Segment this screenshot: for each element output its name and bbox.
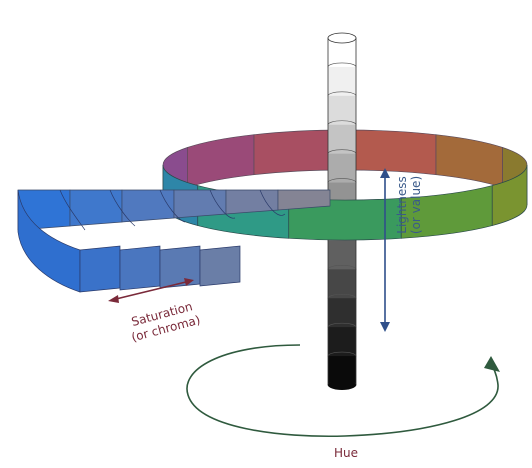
wedge-segment [277, 189, 331, 211]
svg-text:Lightness: Lightness [395, 176, 409, 233]
wedge-arc [209, 189, 236, 219]
column-segment [328, 153, 356, 184]
wedge-side [119, 245, 161, 291]
column-segment [328, 124, 356, 155]
wedge-segment [121, 189, 175, 223]
column-segment [328, 269, 356, 299]
ring-segment [491, 164, 528, 227]
column-bottom [328, 380, 356, 390]
ring-segment [187, 134, 255, 188]
saturation-arrow [108, 278, 194, 303]
wedge-arc [59, 189, 86, 231]
saturation-wedge [17, 189, 331, 293]
ring-segment [344, 129, 437, 176]
column-segment [328, 240, 356, 270]
wedge-segment [225, 189, 279, 215]
lightness-arrow [380, 168, 390, 332]
wedge-side [159, 245, 201, 289]
column-segment [328, 95, 356, 126]
wedge-segment [173, 189, 227, 219]
svg-text:(or value): (or value) [409, 176, 423, 234]
column-segment [328, 327, 356, 357]
wedge-arc [109, 189, 136, 227]
wedge-arc [259, 189, 286, 216]
wedge-arc [159, 189, 186, 223]
wedge-segment [69, 189, 123, 227]
lightness-label: Lightness (or value) [395, 176, 423, 234]
hue-label: Hue [334, 446, 358, 460]
ring-segment [435, 134, 503, 188]
hue-arrow [186, 344, 500, 438]
column-top [327, 32, 357, 44]
saturation-label: Saturation (or chroma) [130, 299, 202, 344]
wedge-side [199, 245, 241, 287]
column-segment [328, 66, 356, 97]
column-segment [328, 298, 356, 328]
wedge-side [79, 245, 121, 293]
